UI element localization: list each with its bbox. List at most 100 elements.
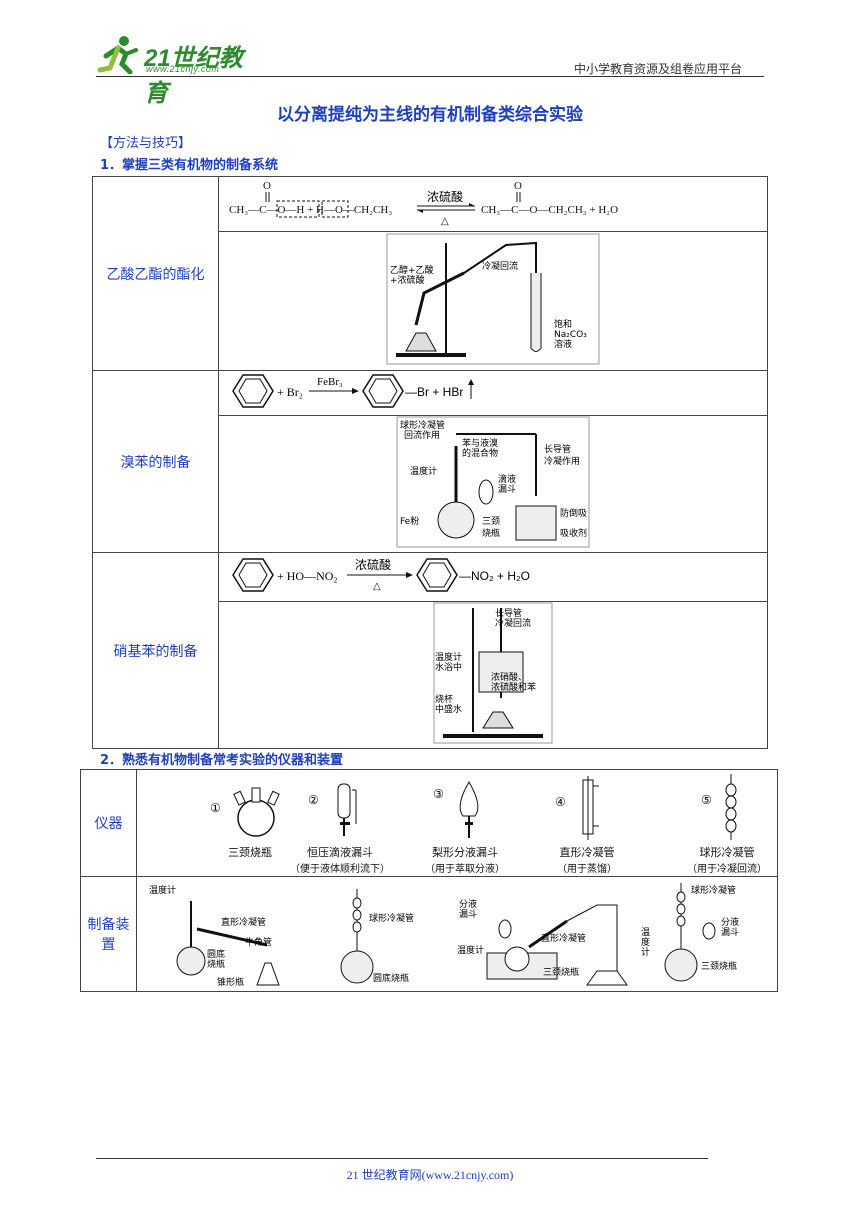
instrument-4-name: 直形冷凝管 — [559, 846, 615, 859]
setup-a-label-2: 直形冷凝管 — [221, 916, 266, 928]
method-label: 【方法与技巧】 — [100, 136, 192, 151]
setup-a-label-3: 牛角管 — [245, 936, 272, 948]
separatory-funnel-icon: ③ — [433, 781, 479, 838]
setup-d-label-4: 温 — [641, 927, 650, 938]
nitro-fig-label-8: 中盛水 — [435, 703, 462, 715]
nitrobenzene-apparatus-svg: 长导管 冷凝回流 温度计 水浴中 浓硝酸、 浓硫酸和苯 烧杯 中盛水 — [433, 602, 553, 744]
nitro-fig-label-2: 冷凝回流 — [495, 617, 531, 629]
setup-b-label-2: 圆底烧瓶 — [373, 972, 409, 984]
setup-a-label-6: 锥形瓶 — [217, 976, 244, 988]
bromobenzene-catalyst: FeBr₃ — [317, 376, 343, 388]
setup-c-label-2: 漏斗 — [459, 908, 477, 920]
nitrobenzene-equation: + HO—NO₂ 浓硫酸 △ —NO₂ + H₂O — [218, 552, 768, 602]
setup-d-label-2: 分液 — [721, 916, 739, 928]
instrument-5-num: ⑤ — [701, 793, 712, 807]
setup-a-label-1: 温度计 — [149, 884, 176, 896]
bromo-fig-label-1: 球形冷凝管 — [400, 419, 445, 431]
setup-d-label-5: 度 — [641, 936, 650, 948]
instrument-4-num: ④ — [555, 795, 566, 809]
setup-c-label-3: 直形冷凝管 — [541, 932, 586, 944]
svg-text:CH₃—C—O—H + H—O—CH₂CH₃: CH₃—C—O—H + H—O—CH₂CH₃ — [229, 204, 392, 216]
instrument-table: 仪器 ① 三颈烧瓶 ② — [80, 769, 778, 992]
section-1-heading: 1．掌握三类有机物的制备系统 — [100, 158, 279, 173]
instrument-5-note: （用于冷凝回流） — [687, 864, 767, 875]
bromo-fig-label-14: 烧瓶 — [482, 527, 500, 539]
instrument-4-note: （用于蒸馏） — [557, 864, 617, 875]
footer-text[interactable]: 21 世纪教育网(www.21cnjy.com) — [346, 1168, 514, 1182]
nitro-fig-label-7: 烧杯 — [435, 693, 453, 705]
bromo-fig-label-2: 回流作用 — [404, 429, 440, 441]
svg-text:O: O — [263, 180, 271, 192]
setup-b-label-1: 球形冷凝管 — [369, 912, 414, 924]
setup-d-label-7: 三颈烧瓶 — [701, 960, 737, 972]
svg-text:CH₃—C—O—CH₂CH₃ + H₂O: CH₃—C—O—CH₂CH₃ + H₂O — [481, 204, 618, 216]
logo-text: 21世纪教育 — [144, 45, 243, 107]
instrument-2-num: ② — [308, 793, 319, 807]
row-label-nitrobenzene: 硝基苯的制备 — [92, 552, 219, 749]
instrument-4: ④ 直形冷凝管 （用于蒸馏） — [537, 776, 637, 875]
bromo-fig-label-6: 冷凝作用 — [544, 455, 580, 467]
pressure-equalizing-funnel-icon: ② — [308, 783, 357, 836]
bromo-fig-label-10: 防倒吸 — [560, 507, 587, 519]
bromobenzene-apparatus: 球形冷凝管 回流作用 苯与液溴 的混合物 长导管 冷凝作用 温度计 滴液 漏斗 … — [218, 415, 768, 553]
setup-d-label-1: 球形冷凝管 — [691, 884, 736, 896]
three-neck-flask-icon: ① — [210, 787, 280, 837]
row-label-setups: 制备装置 — [80, 876, 137, 992]
setup-c-label-5: 三颈烧瓶 — [543, 966, 579, 978]
bromo-fig-label-12: Fe粉 — [400, 515, 419, 527]
row-label-ester: 乙酸乙酯的酯化 — [92, 176, 219, 371]
svg-text:—NO₂ + H₂O: —NO₂ + H₂O — [459, 569, 530, 583]
setup-a-label-5: 烧瓶 — [207, 958, 225, 970]
instruments-row: ① 三颈烧瓶 ② — [136, 769, 778, 877]
bromo-fig-label-5: 长导管 — [544, 443, 571, 455]
straight-condenser-icon: ④ — [555, 776, 599, 840]
svg-text:—Br + HBr: —Br + HBr — [405, 385, 463, 399]
row-label-bromobenzene: 溴苯的制备 — [92, 370, 219, 553]
page-title: 以分离提纯为主线的有机制备类综合实验 — [277, 105, 583, 125]
ester-fig-label-5: Na₂CO₃ — [554, 330, 587, 340]
ester-condition: 浓硫酸 — [427, 189, 463, 204]
bromobenzene-apparatus-svg: 球形冷凝管 回流作用 苯与液溴 的混合物 长导管 冷凝作用 温度计 滴液 漏斗 … — [396, 416, 590, 548]
section-2-heading: 2．熟悉有机物制备常考实验的仪器和装置 — [100, 753, 344, 768]
ester-heat: △ — [441, 216, 449, 227]
svg-text:O: O — [514, 180, 522, 192]
instrument-1-num: ① — [210, 801, 221, 815]
nitro-fig-label-1: 长导管 — [495, 607, 522, 619]
header-logo: 21世纪教育 www.21cnjy.com — [96, 34, 266, 107]
bromo-fig-label-11: 吸收剂 — [560, 527, 587, 539]
nitro-fig-label-6: 浓硫酸和苯 — [491, 681, 536, 693]
nitrobenzene-apparatus: 长导管 冷凝回流 温度计 水浴中 浓硝酸、 浓硫酸和苯 烧杯 中盛水 — [218, 601, 768, 749]
ester-fig-label-3: 冷凝回流 — [482, 260, 518, 272]
footer-divider — [96, 1158, 708, 1159]
setup-d-label-3: 漏斗 — [721, 926, 739, 938]
setup-c-label-4: 温度计 — [457, 944, 484, 956]
bromo-fig-label-8: 滴液 — [498, 473, 516, 485]
ester-equation-svg: CH₃—C—O—H + H—O—CH₂CH₃ O CH₃—C—O—CH₂CH₃ … — [229, 180, 618, 227]
instrument-5-name: 球形冷凝管 — [699, 846, 755, 859]
reflux-setup: 球形冷凝管 圆底烧瓶 — [340, 889, 414, 984]
svg-text:+ Br₂: + Br₂ — [277, 385, 303, 399]
instrument-3-note: （用于萃取分液） — [425, 864, 505, 875]
ester-fig-label-4: 饱和 — [554, 318, 572, 330]
instrument-2: ② 恒压滴液漏斗 （便于液体顺利流下） — [275, 776, 405, 875]
setup-d-label-6: 计 — [641, 946, 650, 958]
distillation-setup: 温度计 直形冷凝管 牛角管 圆底 烧瓶 锥形瓶 — [149, 884, 280, 988]
row-label-instruments: 仪器 — [80, 769, 137, 877]
ester-equation: CH₃—C—O—H + H—O—CH₂CH₃ O CH₃—C—O—CH₂CH₃ … — [218, 176, 768, 232]
bromo-fig-label-3: 苯与液溴 — [462, 437, 498, 449]
bromo-fig-label-4: 的混合物 — [462, 447, 498, 459]
instrument-3-num: ③ — [433, 787, 444, 801]
preparation-table: 乙酸乙酯的酯化 CH₃—C—O—H + H—O—CH₂CH₃ O CH₃—C—O… — [92, 176, 768, 749]
platform-label: 中小学教育资源及组卷应用平台 — [574, 62, 743, 76]
header-divider — [96, 76, 764, 77]
ester-fig-label-1: 乙醇+乙酸 — [390, 264, 434, 276]
instrument-3-name: 梨形分液漏斗 — [432, 846, 498, 859]
nitro-heat: △ — [373, 581, 381, 592]
instrument-1-name: 三颈烧瓶 — [228, 846, 272, 859]
instrument-2-note: （便于液体顺利流下） — [290, 864, 390, 875]
instrument-5: ⑤ 球形冷凝管 （用于冷凝回流） — [667, 774, 787, 875]
nitro-fig-label-4: 水浴中 — [435, 661, 462, 673]
runner-logo-icon — [97, 36, 138, 74]
three-neck-reflux-setup: 球形冷凝管 分液 漏斗 温 度 计 三颈烧瓶 — [641, 883, 739, 982]
ester-apparatus: 乙醇+乙酸 +浓硫酸 冷凝回流 饱和 Na₂CO₃ 溶液 — [218, 231, 768, 371]
